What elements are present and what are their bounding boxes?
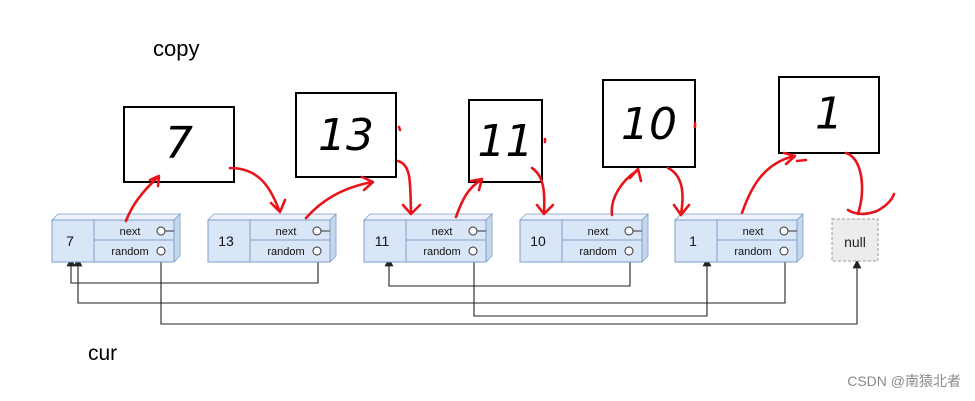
stray-dot: [397, 125, 402, 132]
arrow-11-to-copy11: [454, 178, 483, 219]
random-pointer-dot: [156, 246, 166, 256]
arrow-copy11-to-10: [530, 166, 546, 214]
random-field-label: random: [267, 246, 304, 258]
arrowhead: [469, 177, 484, 192]
next-field-label: next: [743, 226, 764, 238]
copy-label: copy: [153, 36, 200, 61]
arrow-copy7-to-13: [228, 166, 281, 212]
random-pointer-dot: [779, 246, 789, 256]
random-link-11-to-1: [473, 251, 712, 317]
node-value: 7: [66, 233, 74, 249]
arrow-1-to-copy1: [740, 154, 796, 215]
arrowhead: [782, 151, 797, 166]
next-pointer-dot: [156, 226, 166, 236]
copy-node-value: 1: [815, 89, 843, 140]
next-pointer-dot: [468, 226, 478, 236]
next-field-label: next: [120, 226, 141, 238]
random-field-label: random: [579, 246, 616, 258]
watermark: CSDN @南猿北者: [847, 373, 961, 389]
random-link-7-to-null: [160, 251, 862, 325]
node-value: 1: [689, 233, 697, 249]
arrowhead: [535, 203, 555, 216]
random-field-label: random: [734, 246, 771, 258]
random-pointer-dot: [312, 246, 322, 256]
arrow-copy13-to-11: [396, 159, 413, 214]
node-value: 11: [375, 233, 390, 249]
copy-node: 11: [468, 99, 543, 183]
arrow-copy1-to-null: [844, 151, 864, 216]
random-link-10-to-11: [384, 251, 631, 287]
copy-list: 7 13 11 10 1: [123, 76, 880, 183]
copy-node-value: 7: [165, 118, 193, 169]
node-value: 10: [530, 233, 546, 249]
cur-label: cur: [88, 342, 118, 365]
copy-node-value: 13: [318, 110, 374, 161]
null-node: null: [831, 218, 879, 262]
random-link-13-to-7: [66, 251, 319, 284]
copy-node-value: 11: [478, 116, 534, 167]
random-pointer-dot: [624, 246, 634, 256]
random-field-label: random: [111, 246, 148, 258]
arrow-10-to-copy10: [610, 168, 640, 217]
original-list: 7 next random 13 next random 11 next random 10 nex…: [51, 213, 804, 263]
copy-node-value: 10: [621, 99, 677, 150]
next-field-label: next: [432, 226, 453, 238]
random-field-label: random: [423, 246, 460, 258]
original-node: 11 next random: [363, 213, 493, 263]
arrowhead: [401, 203, 422, 216]
next-pointer-dot: [779, 226, 789, 236]
arrowhead: [269, 198, 287, 214]
copy-node: 13: [295, 92, 397, 178]
null-node-label: null: [844, 234, 866, 250]
next-field-label: next: [276, 226, 297, 238]
next-pointer-dot: [624, 226, 634, 236]
original-node: 13 next random: [207, 213, 337, 263]
arrowhead: [628, 167, 643, 183]
random-link-wires: [66, 251, 862, 325]
copy-interleave-arrows: [124, 121, 896, 223]
arrow-7-to-copy7: [124, 175, 160, 223]
next-field-label: next: [588, 226, 609, 238]
copy-node: 7: [123, 106, 235, 183]
copy-node: 10: [602, 79, 696, 168]
arrowhead: [360, 175, 375, 192]
original-node: 7 next random: [51, 213, 181, 263]
random-link-1-to-7: [73, 251, 786, 304]
random-pointer-dot: [468, 246, 478, 256]
arrowhead: [672, 203, 691, 217]
arrow-13-to-copy13: [304, 180, 374, 220]
original-node: 10 next random: [519, 213, 649, 263]
node-value: 13: [218, 233, 234, 249]
arrowhead: [846, 192, 896, 216]
next-pointer-dot: [312, 226, 322, 236]
original-node: 1 next random: [674, 213, 804, 263]
stray-mark: [795, 158, 808, 163]
copy-node: 1: [778, 76, 880, 154]
arrowhead: [148, 174, 161, 188]
arrow-copy10-to-1: [666, 166, 684, 216]
